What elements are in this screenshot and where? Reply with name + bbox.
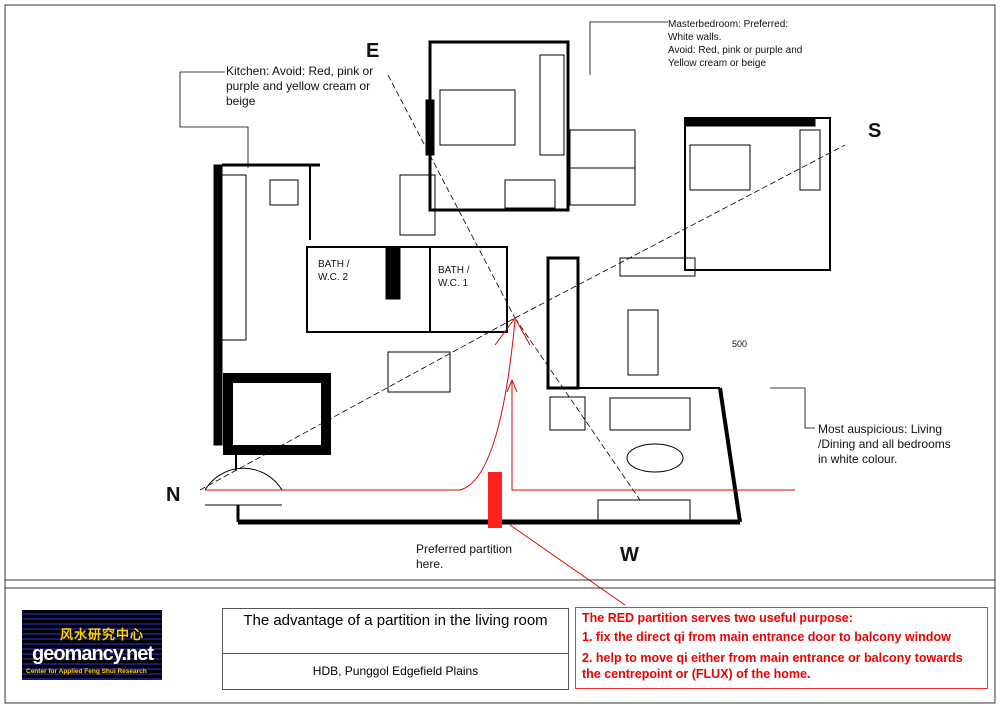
qi-flow-lines	[205, 317, 795, 606]
kitchen-note: Kitchen: Avoid: Red, pink or purple and …	[226, 64, 374, 108]
master-bedroom-note: Masterbedroom: Preferred: White walls. A…	[668, 18, 828, 70]
room-label: W.C. 1	[438, 278, 469, 289]
title-block: The advantage of a partition in the livi…	[222, 608, 569, 690]
sheet-border	[4, 4, 996, 704]
partition-note: Preferred partition here.	[416, 542, 513, 571]
master-note-line: Yellow cream or beige	[668, 58, 767, 69]
leader-lines	[179, 21, 815, 429]
explanation-heading: The RED partition serves two useful purp…	[582, 611, 853, 625]
compass-west: W	[620, 544, 639, 566]
walls	[204, 40, 831, 525]
room-label: BATH /	[318, 259, 350, 270]
bath-2-label: BATH / W.C. 2	[318, 258, 349, 284]
compass-east: E	[366, 40, 380, 62]
drawing-subtitle: HDB, Punggol Edgefield Plains	[312, 664, 479, 678]
explanation-point-1: 1. fix the direct qi from main entrance …	[582, 630, 951, 644]
compass-north: N	[166, 484, 181, 506]
explanation-point-2: 2. help to move qi either from main entr…	[582, 651, 963, 681]
red-partition	[488, 472, 502, 528]
room-label: W.C. 2	[318, 272, 349, 283]
room-label: BATH /	[438, 265, 470, 276]
geomancy-logo: 风水研究中心 geomancy.net Center for Applied F…	[22, 610, 162, 680]
master-note-line: White walls.	[668, 32, 722, 43]
master-note-line: Avoid: Red, pink or purple and	[668, 45, 803, 56]
partition-explanation: The RED partition serves two useful purp…	[575, 607, 988, 689]
bath-1-label: BATH / W.C. 1	[438, 264, 469, 290]
master-note-line: Masterbedroom: Preferred:	[668, 19, 789, 30]
dimension-label: 500	[732, 339, 748, 349]
compass-south: S	[868, 120, 882, 142]
drawing-title: The advantage of a partition in the livi…	[223, 609, 568, 654]
compass-axes	[199, 74, 846, 501]
living-note: Most auspicious: Living /Dining and all …	[818, 422, 951, 466]
logo-chinese-text: 风水研究中心	[60, 627, 145, 642]
logo-brand: geomancy.net	[32, 643, 154, 665]
logo-tagline: Center for Applied Feng Shui Research	[26, 668, 147, 675]
